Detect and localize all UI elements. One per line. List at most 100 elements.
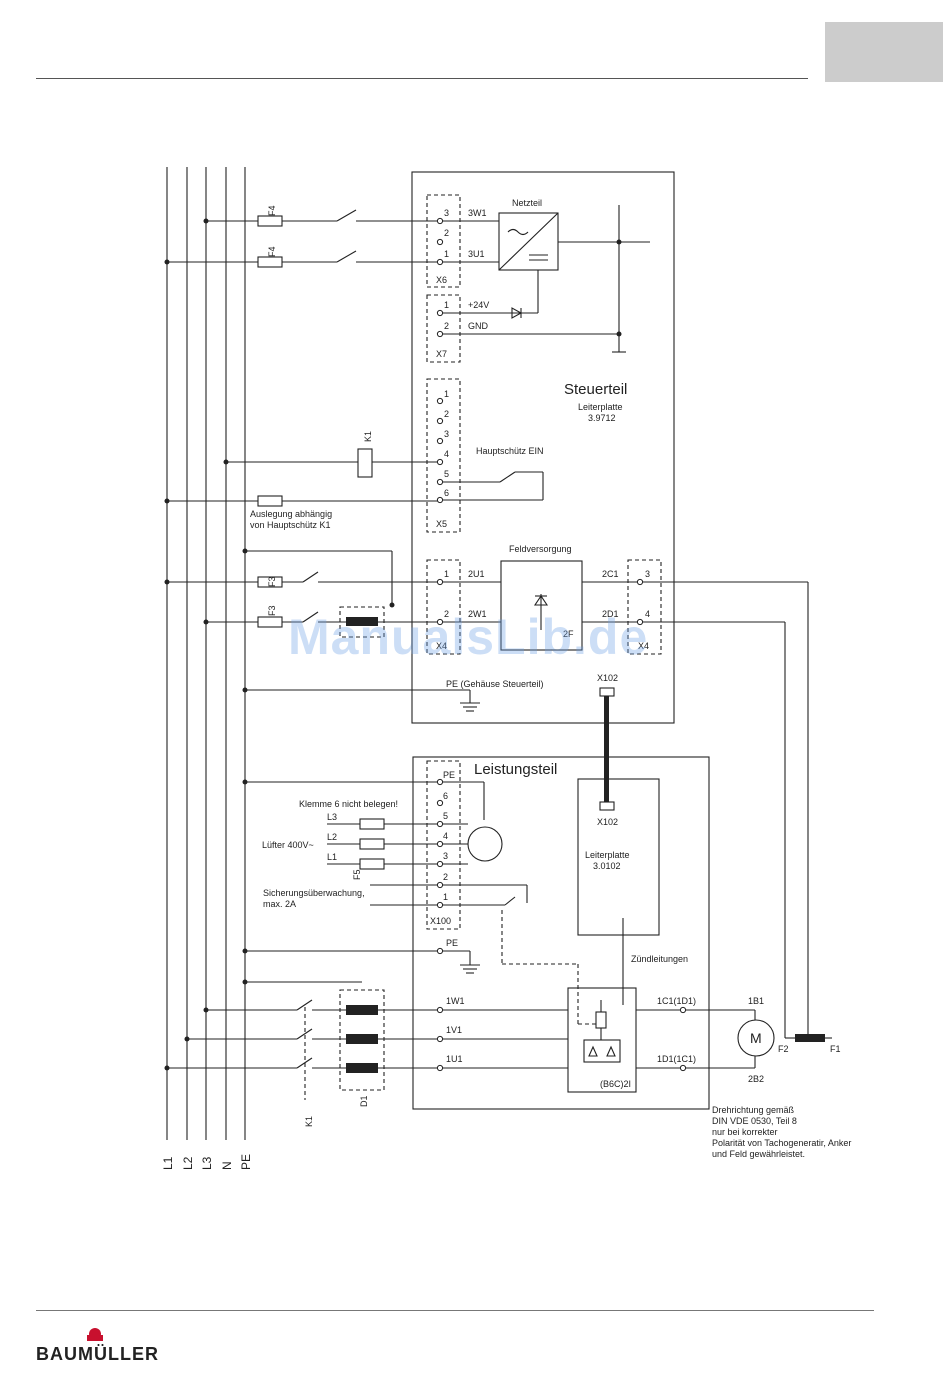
rotation-note-line1: Drehrichtung gemäß <box>712 1105 795 1115</box>
rotation-note-line3: nur bei korrekter <box>712 1127 778 1137</box>
pe-control-label: PE (Gehäuse Steuerteil) <box>446 679 544 689</box>
choke-field <box>346 617 378 626</box>
power-section-title: Leistungsteil <box>474 761 557 778</box>
signal-1c1: 1C1(1D1) <box>657 996 696 1006</box>
terminal-note: Klemme 6 nicht belegen! <box>299 799 398 809</box>
x4-right-name: X4 <box>638 641 649 651</box>
brand-logo: BAUMÜLLER <box>36 1344 159 1364</box>
field-supply-label: Feldversorgung <box>509 544 572 554</box>
power-section-box <box>412 756 710 1110</box>
firing-leads-label: Zündleitungen <box>631 954 688 964</box>
control-pcb-number: 3.9712 <box>588 413 616 423</box>
x5-name: X5 <box>436 519 447 529</box>
x4-pin-2: 2 <box>444 609 449 619</box>
fuse-f5-label: F5 <box>352 869 362 880</box>
x4-pin-3: 3 <box>645 569 650 579</box>
x4-pin-4: 4 <box>645 609 650 619</box>
x100-pin-pe: PE <box>443 770 455 780</box>
choke-d1-box <box>339 989 385 1091</box>
choke-phase-1 <box>346 1005 378 1015</box>
x7-signal-24v: +24V <box>468 300 489 310</box>
x6-pin-1: 1 <box>444 249 449 259</box>
fuse-f2-label: F2 <box>778 1044 789 1054</box>
x102-cable <box>604 696 609 802</box>
connector-x4-right-box <box>627 559 662 655</box>
ac-symbol <box>507 228 529 236</box>
motor-symbol <box>737 1019 775 1057</box>
x102-power-label: X102 <box>597 817 618 827</box>
x4-pin-1: 1 <box>444 569 449 579</box>
fuse-f3-bottom-label: F3 <box>267 605 277 616</box>
x6-signal-3w1: 3W1 <box>468 208 487 218</box>
pe-power-label: PE <box>446 938 458 948</box>
signal-1d1: 1D1(1C1) <box>657 1054 696 1064</box>
fuse-f4-bottom-label: F4 <box>267 246 277 257</box>
motor-terminal-1b1: 1B1 <box>748 996 764 1006</box>
choke-d1-label: D1 <box>359 1095 369 1107</box>
x100-pin-4: 4 <box>443 831 448 841</box>
bus-label-l1: L1 <box>161 1156 175 1170</box>
x4-signal-2d1: 2D1 <box>602 609 619 619</box>
fuse-f1-label: F1 <box>830 1044 841 1054</box>
thyristor-bridge-box <box>567 987 637 1093</box>
x4-signal-2w1: 2W1 <box>468 609 487 619</box>
fuse-monitor-line1: Sicherungsüberwachung, <box>263 888 365 898</box>
rotation-note-line2: DIN VDE 0530, Teil 8 <box>712 1116 797 1126</box>
header-rule <box>36 78 808 79</box>
x102-control-label: X102 <box>597 673 618 683</box>
x100-pin-6: 6 <box>443 791 448 801</box>
control-pcb-label: Leiterplatte <box>578 402 623 412</box>
fan-motor-symbol <box>467 826 503 862</box>
bus-label-pe: PE <box>239 1154 253 1170</box>
footer-rule <box>36 1310 874 1311</box>
x7-pin-2: 2 <box>444 321 449 331</box>
fuse-note-line2: von Hauptschütz K1 <box>250 520 331 530</box>
power-pcb-label: Leiterplatte <box>585 850 630 860</box>
x100-pin-5: 5 <box>443 811 448 821</box>
signal-1v1: 1V1 <box>446 1025 462 1035</box>
rotation-note-line4: Polarität von Tachogeneratir, Anker <box>712 1138 851 1148</box>
power-pcb-number: 3.0102 <box>593 861 621 871</box>
fuse-monitor-line2: max. 2A <box>263 899 296 909</box>
control-section-title: Steuerteil <box>564 381 627 398</box>
bus-label-l3: L3 <box>200 1156 214 1170</box>
fuse-f1-f2-block <box>795 1034 825 1042</box>
bus-label-n: N <box>220 1161 234 1170</box>
fan-phase-l1: L1 <box>327 852 337 862</box>
contactor-k1-label: K1 <box>363 431 373 442</box>
power-supply-label: Netzteil <box>512 198 542 208</box>
x100-pin-3: 3 <box>443 851 448 861</box>
main-contactor-label: Hauptschütz EIN <box>476 446 544 456</box>
motor-terminal-2b2: 2B2 <box>748 1074 764 1084</box>
power-supply-diagonal <box>498 212 559 271</box>
x6-pin-2: 2 <box>444 228 449 238</box>
pcb-power-box <box>577 778 660 936</box>
x100-name: X100 <box>430 916 451 926</box>
choke-phase-2 <box>346 1034 378 1044</box>
connector-x4-left-box <box>426 559 461 655</box>
connector-x7-box <box>426 294 461 363</box>
fan-phase-l3: L3 <box>327 812 337 822</box>
x5-pin-1: 1 <box>444 389 449 399</box>
contactor-k1-bottom-label: K1 <box>304 1116 314 1127</box>
bridge-label: (B6C)2I <box>600 1079 631 1089</box>
connector-x6-box <box>426 194 461 288</box>
choke-phase-3 <box>346 1063 378 1073</box>
x5-pin-5: 5 <box>444 469 449 479</box>
x100-pin-1: 1 <box>443 892 448 902</box>
fuse-note-line1: Auslegung abhängig <box>250 509 332 519</box>
x5-pin-2: 2 <box>444 409 449 419</box>
page-tab <box>825 22 943 82</box>
x5-pin-6: 6 <box>444 488 449 498</box>
x4-left-name: X4 <box>436 641 447 651</box>
x7-signal-gnd: GND <box>468 321 489 331</box>
x4-signal-2c1: 2C1 <box>602 569 619 579</box>
bus-label-l2: L2 <box>181 1156 195 1170</box>
x4-signal-2u1: 2U1 <box>468 569 485 579</box>
connector-x5-box <box>426 378 461 533</box>
x100-pin-2: 2 <box>443 872 448 882</box>
fan-label: Lüfter 400V~ <box>262 840 314 850</box>
signal-1w1: 1W1 <box>446 996 465 1006</box>
